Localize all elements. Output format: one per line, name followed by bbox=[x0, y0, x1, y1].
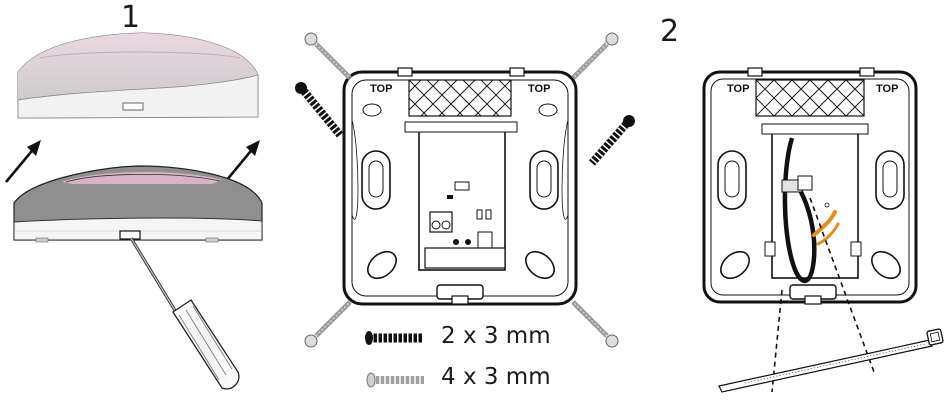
lift-arrow-left bbox=[5, 140, 41, 183]
top-label-step2-right: TOP bbox=[876, 83, 898, 95]
top-label-right: TOP bbox=[528, 83, 550, 95]
top-label-left: TOP bbox=[370, 83, 392, 95]
cover-base-slot bbox=[119, 230, 141, 240]
screwdriver-icon bbox=[129, 237, 240, 390]
cable bbox=[781, 137, 840, 284]
small-screw-bottom-left bbox=[304, 300, 352, 348]
legend-big-screw-icon bbox=[365, 331, 422, 345]
legend-small-screw-icon bbox=[366, 372, 424, 388]
legend-big-screw-label: 2 x 3 mm bbox=[441, 323, 551, 349]
cover-lifted-slot bbox=[122, 102, 144, 111]
step-1-number: 1 bbox=[121, 0, 141, 35]
cover-lifted bbox=[17, 32, 259, 119]
cable-tie-icon bbox=[718, 328, 944, 393]
big-screw-left bbox=[295, 82, 344, 138]
guide-line-right bbox=[809, 197, 875, 373]
legend-small-screw-label: 4 x 3 mm bbox=[441, 364, 551, 390]
big-screw-right bbox=[588, 115, 635, 166]
step-2-number: 2 bbox=[660, 14, 680, 49]
small-screw-bottom-right bbox=[571, 300, 619, 348]
mounting-plate-center: TOP TOP bbox=[342, 67, 578, 306]
small-screw-top-left bbox=[304, 32, 352, 80]
top-label-step2-left: TOP bbox=[727, 83, 749, 95]
lift-arrow-right bbox=[224, 140, 260, 182]
cover-base bbox=[13, 165, 263, 243]
small-screw-top-right bbox=[571, 32, 619, 80]
cable-tie-loop bbox=[812, 210, 837, 237]
